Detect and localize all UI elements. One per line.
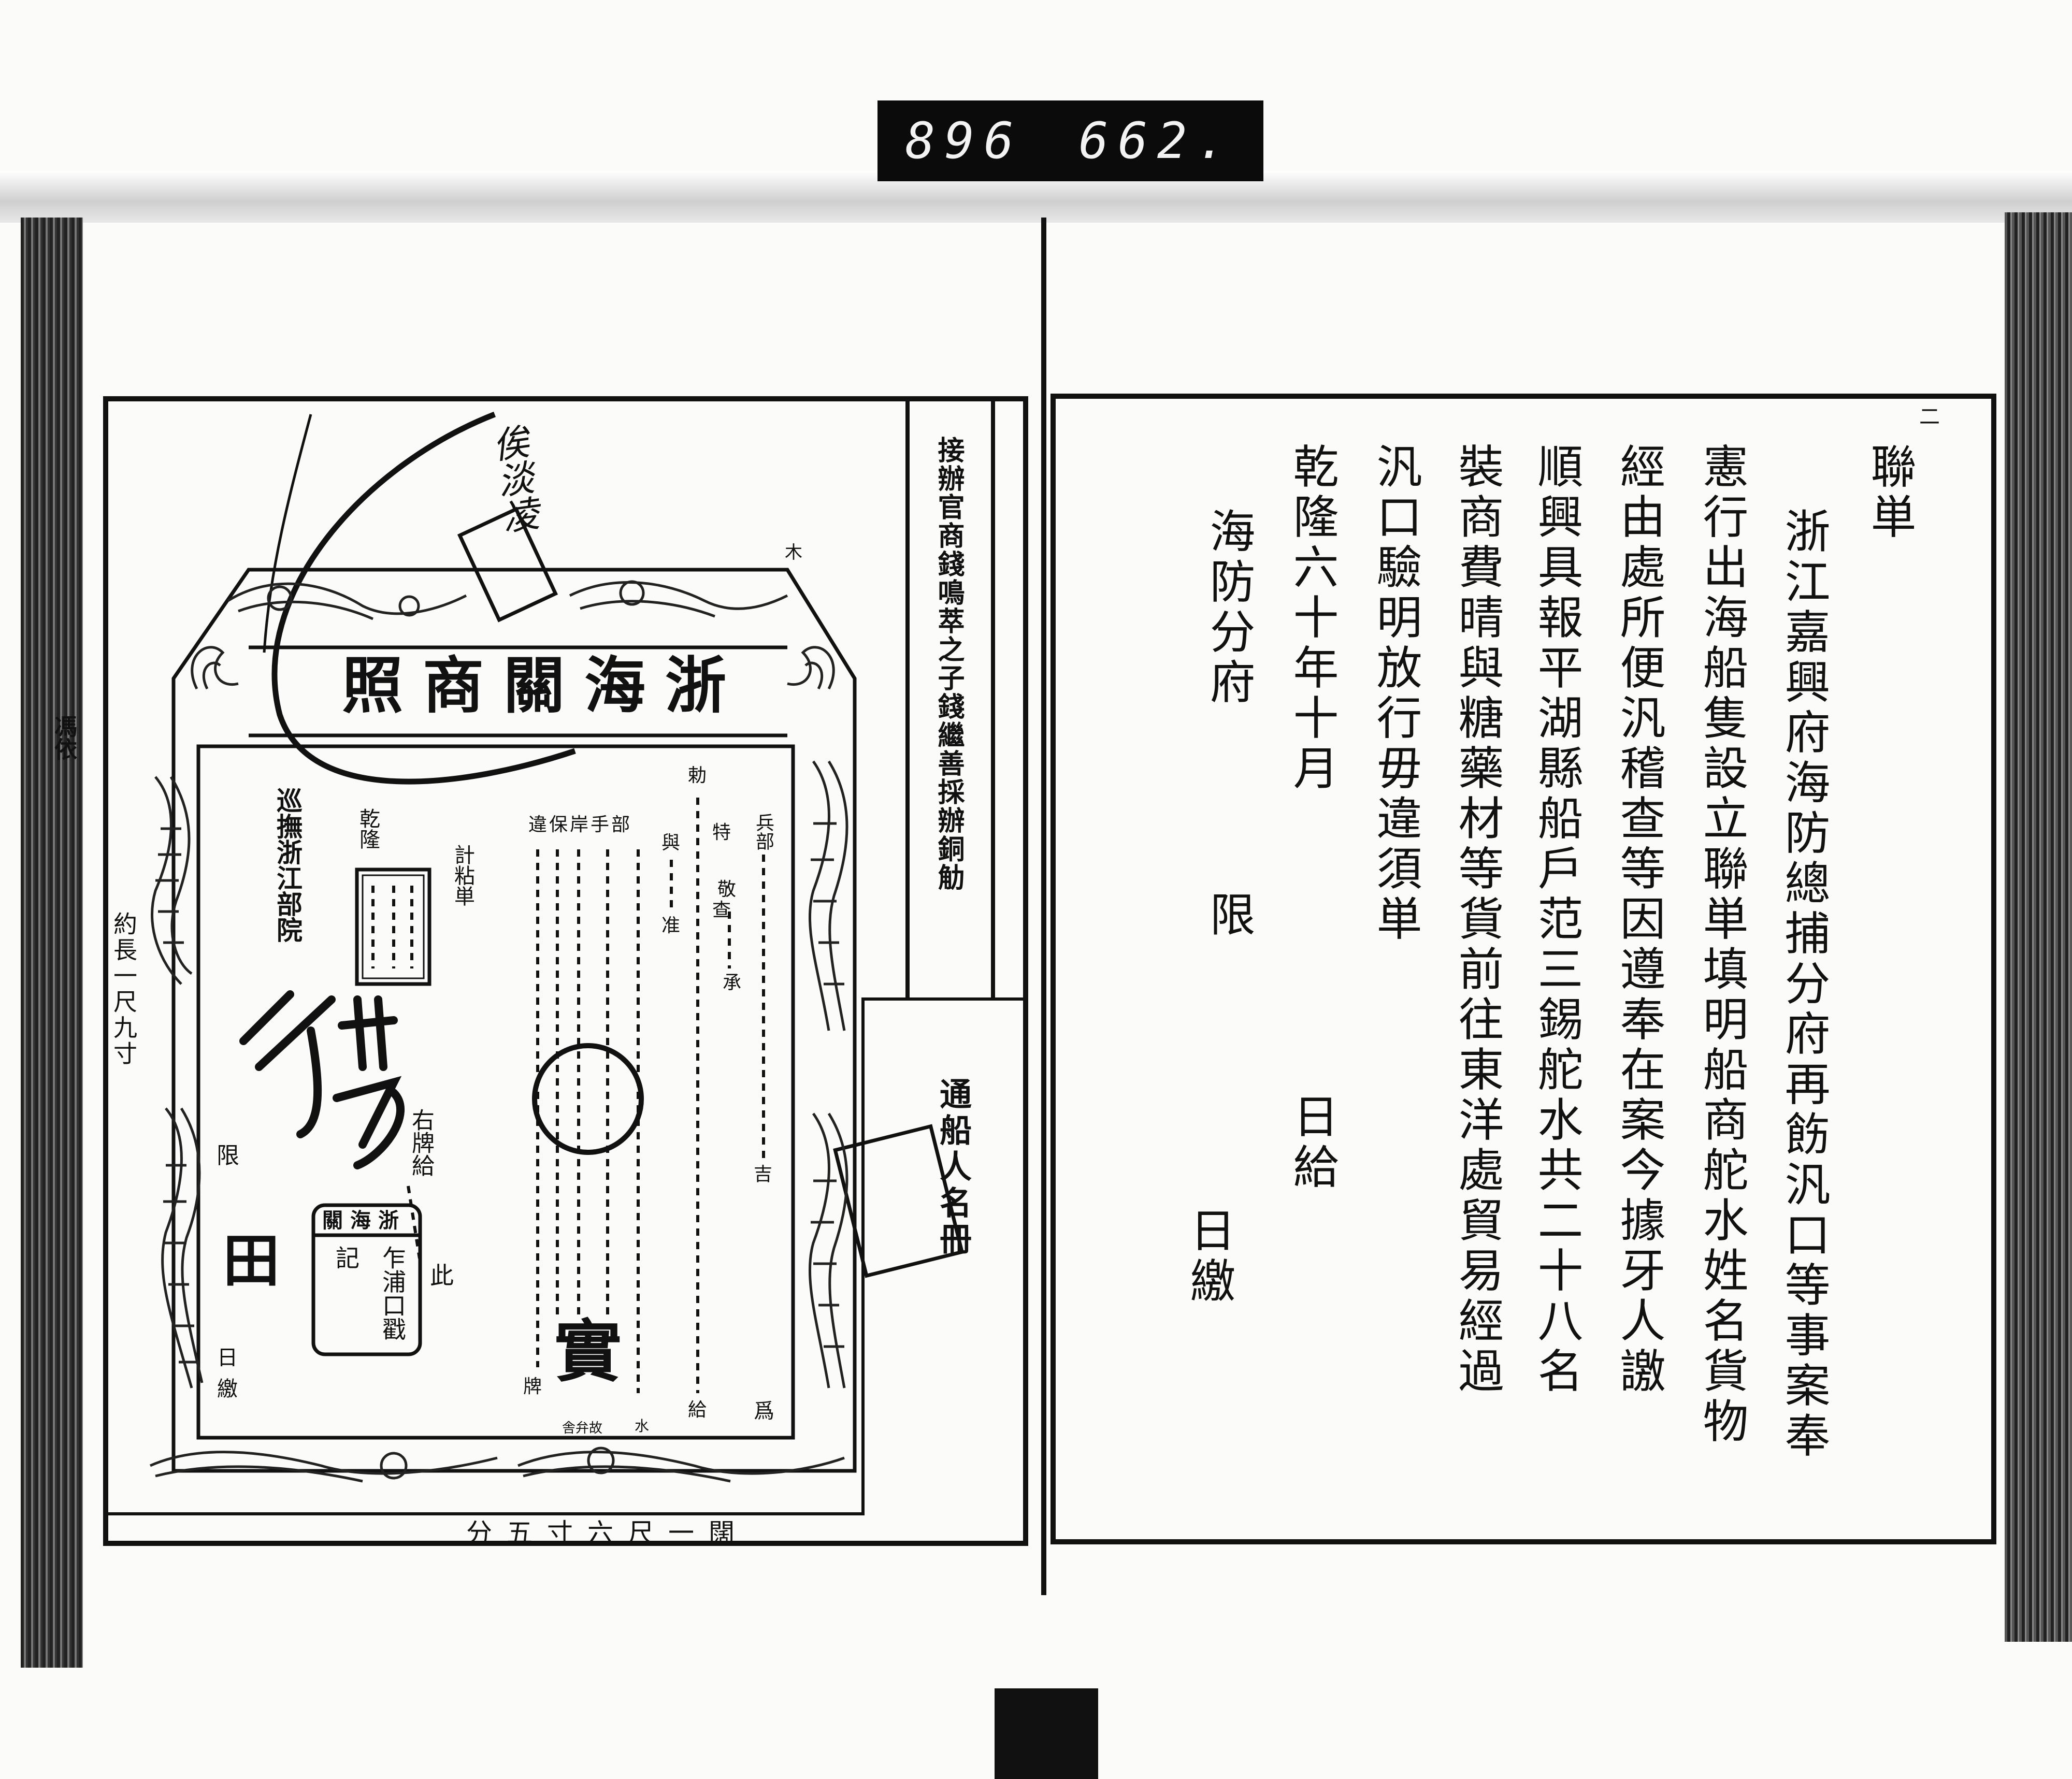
tiger-illustration-left-lower [161, 1107, 204, 1389]
special-label: 特 [712, 822, 731, 843]
text-column: 經由處所便汎稽查等因遵奉在案今據牙人譤 [1613, 443, 1666, 1397]
stamp-header: 浙海關 [322, 1208, 406, 1233]
permit-inner-box [196, 744, 795, 1440]
field-character: 田 [223, 1227, 280, 1294]
inspect-label: 查 [712, 900, 731, 921]
lucky-label: 吉 [754, 1164, 773, 1185]
book-right-edge [2005, 212, 2072, 1642]
book-spine [1041, 218, 1046, 1595]
office-column: 海防分府 [1202, 508, 1256, 708]
archive-number-left: 896 [905, 112, 1023, 170]
attached-slip-label: 計粘単 [451, 844, 474, 906]
handwritten-arc [271, 411, 576, 785]
stamp-text: 記 [332, 1246, 360, 1269]
entry-column-headers: 部 手 岸 保 違 [528, 816, 630, 834]
left-page-frame [103, 396, 1028, 1546]
stamp-text: 乍浦口戳 [379, 1246, 407, 1341]
page-mark: 二 [1919, 405, 1940, 429]
archive-number-label: 896 662. [877, 100, 1263, 181]
issuer: 巡撫浙江部院 [272, 787, 303, 943]
attached-slip-inner [362, 874, 425, 979]
attached-slip-box [355, 867, 431, 986]
right-page-frame [1051, 394, 1996, 1544]
divider [861, 997, 1027, 1001]
tiger-illustration-bottom-right [517, 1447, 845, 1483]
divider [991, 399, 995, 1000]
divider [106, 1512, 862, 1515]
customs-stamp-box [311, 1203, 422, 1356]
tiger-illustration-right-lower [808, 1112, 848, 1389]
signature-strokes [239, 990, 405, 1169]
with-label: 與 [661, 832, 681, 854]
entry-header: 部 [611, 814, 630, 835]
water-label: 水 [635, 1418, 650, 1435]
handwritten-arc-inner [263, 414, 312, 653]
divider [905, 399, 910, 1000]
tiger-illustration-bottom-left [149, 1451, 498, 1483]
permit-outer-border [171, 568, 857, 1473]
tiger-illustrations [149, 580, 848, 1483]
era-label: 乾隆 [356, 808, 380, 849]
spine-binding [995, 1688, 1098, 1779]
size-width: 闊一尺六寸五分 [466, 1518, 749, 1548]
edict-label: 勅 [688, 765, 707, 786]
text-column: 汎口驗明放行毋違須単 [1369, 443, 1422, 945]
grant-label: 給 [688, 1399, 707, 1421]
bottom-small-text: 故弁舎 [562, 1421, 603, 1436]
margin-label: 馮依 [50, 715, 77, 760]
tiger-illustration-top-left [227, 582, 467, 620]
respect-label: 敬 [717, 879, 737, 900]
receive-label: 承 [723, 972, 742, 993]
text-column: 憲行出海船隻設立聯単填明船商舵水姓名貨物 [1695, 443, 1749, 1448]
right-label: 右牌給 [408, 1108, 434, 1177]
tiger-illustration-right-upper [808, 760, 848, 1031]
book-left-edge [21, 218, 83, 1668]
plate-label: 牌 [523, 1376, 542, 1397]
return-label: 繳 [213, 1378, 237, 1398]
limit-label: 限 [1202, 891, 1256, 941]
text-column: 聯単 [1863, 443, 1917, 543]
flame-ornament-right [787, 646, 835, 690]
return-day: 日 [213, 1347, 237, 1367]
entry-header: 岸 [570, 814, 589, 835]
flame-ornament-left [191, 646, 239, 690]
text-column: 順興具報平湖縣船戶范三錫舵水共二十八名 [1530, 443, 1584, 1397]
real-character: 實 [554, 1312, 622, 1391]
seal-circle [532, 1043, 644, 1155]
corner-mark: 木 [785, 542, 802, 563]
entry-header: 手 [591, 814, 610, 835]
tiger-illustration-left-upper [151, 776, 193, 985]
dept-label: 兵部 [753, 813, 774, 850]
day-return: 日繳 [1183, 1207, 1236, 1307]
tiger-illustration-top-right [569, 580, 788, 618]
crew-stamp-box [833, 1124, 965, 1278]
entry-header: 保 [549, 814, 568, 835]
limit-label: 限 [217, 1142, 239, 1169]
archive-number-right: 662. [1078, 112, 1236, 170]
side-title: 接辦官商錢鳴萃之子錢繼善採辦銅觔 [933, 436, 965, 892]
note-stamp-box [457, 507, 558, 623]
for-label: 爲 [754, 1399, 774, 1423]
size-length: 約長一尺九寸 [110, 912, 138, 1067]
entry-header: 違 [528, 814, 548, 835]
this-label: 此 [430, 1262, 454, 1290]
permit-title: 浙海關商照 [342, 649, 746, 721]
text-column: 裝商費晴與糖藥材等貨前往東洋處貿易經過 [1451, 443, 1504, 1397]
approve-label: 准 [661, 915, 681, 936]
date-column: 乾隆六十年十月 [1286, 443, 1339, 794]
text-column: 浙江嘉興府海防總捕分府再飭汎口等事案奉 [1777, 508, 1831, 1462]
dotted-entry-lines [371, 798, 765, 1393]
day-give: 日給 [1286, 1093, 1339, 1193]
